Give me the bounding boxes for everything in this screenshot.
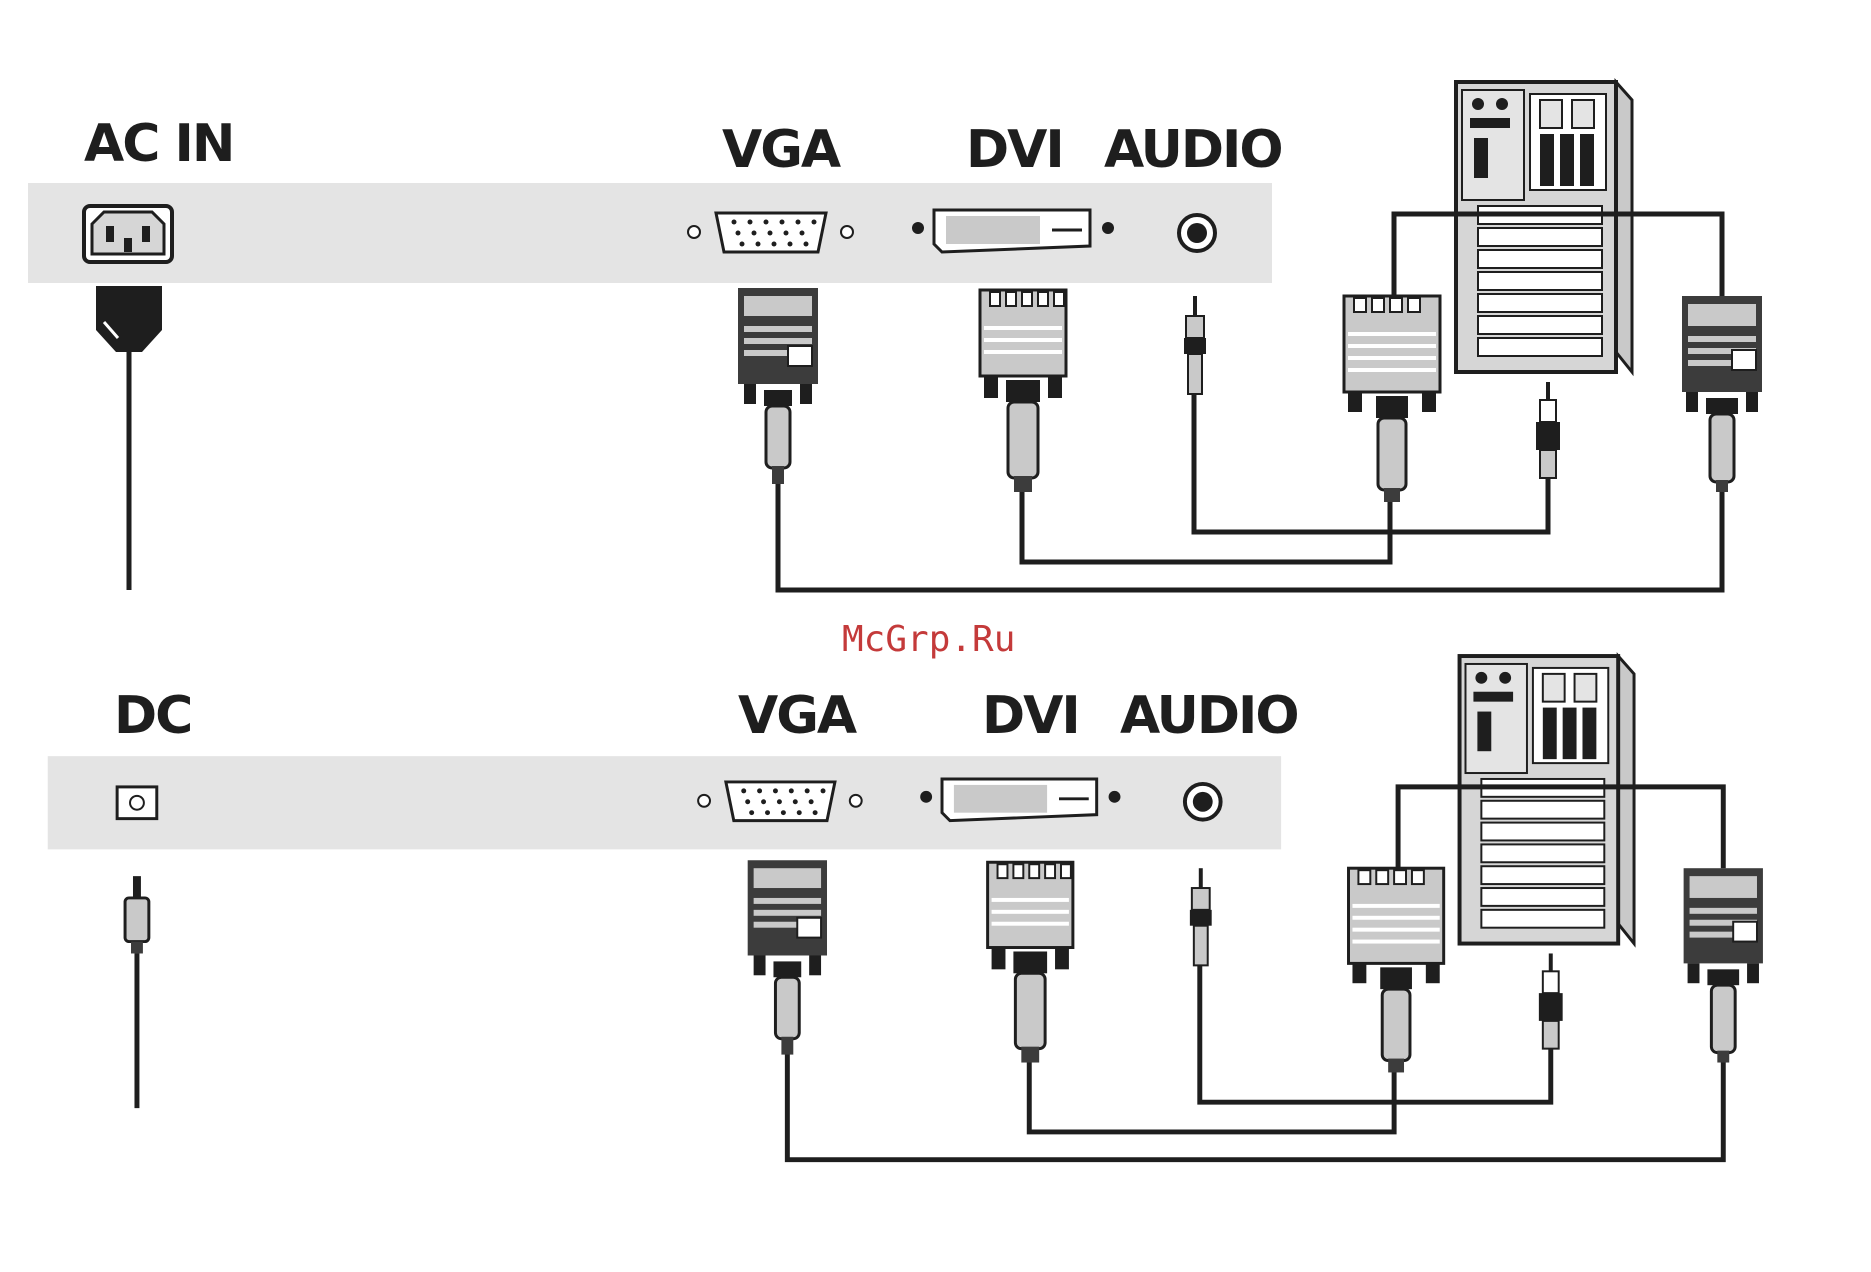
vga-plug-icon <box>738 288 818 484</box>
pc-tower-icon <box>1457 652 1636 948</box>
diagram-dc <box>47 652 1763 1163</box>
dvi-port-icon <box>912 208 1114 254</box>
ac-socket-icon <box>82 204 174 264</box>
audio-label: AUDIO <box>1104 120 1284 180</box>
vga-plug-icon <box>747 860 828 1055</box>
diagram-ac <box>28 78 1762 593</box>
audio-port-icon <box>1182 781 1223 822</box>
dvi-plug-icon <box>986 860 1075 1063</box>
audio-plug-icon <box>1189 868 1212 967</box>
pc-vga-plug-icon <box>1342 294 1442 502</box>
audio-port-icon <box>1177 213 1217 253</box>
vga-port-icon <box>697 780 863 823</box>
pc-vga-plug-icon <box>1347 866 1446 1073</box>
pc-dvi-plug-icon <box>1683 868 1763 1063</box>
cable-lines <box>775 211 1725 593</box>
dc-power-plug-icon <box>123 876 151 1109</box>
dvi-plug-icon <box>978 288 1068 492</box>
audio-plug-icon <box>1184 296 1206 395</box>
dvi-label: DVI <box>982 686 1081 746</box>
vga-label: VGA <box>738 686 857 746</box>
vga-label: VGA <box>722 120 841 180</box>
pc-audio-plug-icon <box>1538 953 1563 1050</box>
pc-tower-icon <box>1454 78 1634 377</box>
pc-dvi-plug-icon <box>1682 296 1762 492</box>
pc-audio-plug-icon <box>1536 382 1560 479</box>
audio-label: AUDIO <box>1120 686 1300 746</box>
dvi-label: DVI <box>966 120 1065 180</box>
dvi-port-icon <box>920 777 1121 823</box>
dc-label: DC <box>114 686 193 746</box>
ac-power-plug-icon <box>96 286 162 590</box>
vga-port-icon <box>687 211 854 254</box>
watermark: McGrp.Ru <box>842 619 1016 660</box>
ac-in-label: AC IN <box>84 114 235 174</box>
dc-socket-icon <box>115 785 159 821</box>
cable-lines <box>784 784 1726 1163</box>
